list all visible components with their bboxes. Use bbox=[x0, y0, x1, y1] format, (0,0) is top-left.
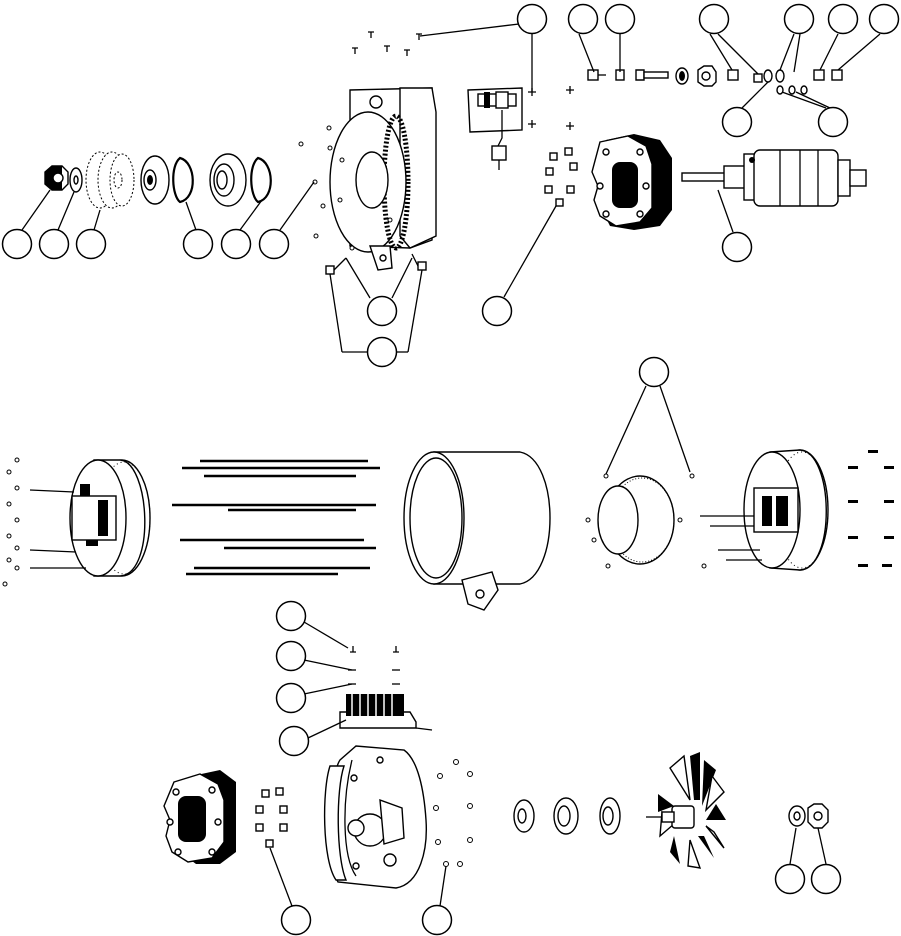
callout-bubble-c21 bbox=[275, 600, 307, 632]
callout-bubble-c3 bbox=[604, 3, 636, 35]
callout-bubble-c23 bbox=[275, 682, 307, 714]
callout-bubble-c22 bbox=[275, 640, 307, 672]
callout-bubble-c9 bbox=[817, 106, 849, 138]
stator-right bbox=[700, 449, 829, 571]
stator-ring-right bbox=[585, 473, 707, 569]
callout-bubble-c19 bbox=[366, 336, 398, 368]
rectifier-upper bbox=[591, 134, 672, 230]
regulator bbox=[339, 646, 433, 731]
tie-rods bbox=[172, 459, 380, 576]
front-housing bbox=[329, 87, 437, 271]
callout-bubble-c6 bbox=[827, 3, 859, 35]
callout-bubble-c20 bbox=[638, 356, 670, 388]
callout-bubble-c11 bbox=[38, 228, 70, 260]
front-bearing bbox=[209, 153, 247, 207]
callout-bubble-c18 bbox=[481, 295, 513, 327]
retaining-ring bbox=[250, 156, 272, 204]
rear-screws bbox=[433, 759, 473, 867]
leader-lines bbox=[21, 23, 881, 907]
callout-bubble-c1 bbox=[516, 3, 548, 35]
stator-left bbox=[69, 459, 151, 577]
frame-shell bbox=[403, 451, 551, 611]
bracket-screws bbox=[528, 86, 574, 130]
stator-hardware bbox=[2, 457, 86, 587]
small-screws bbox=[352, 31, 422, 56]
spacer bbox=[140, 155, 170, 205]
callout-bubble-c15 bbox=[258, 228, 290, 260]
callout-bubble-c25 bbox=[774, 863, 806, 895]
rear-housing bbox=[323, 745, 427, 889]
callout-bubble-c14 bbox=[220, 228, 252, 260]
callout-bubble-c28 bbox=[421, 904, 453, 936]
callout-bubbles bbox=[1, 3, 900, 936]
callout-bubble-c7 bbox=[868, 3, 900, 35]
callout-bubble-c16 bbox=[721, 231, 753, 263]
callout-bubble-c24 bbox=[278, 725, 310, 757]
callout-bubble-c2 bbox=[567, 3, 599, 35]
callout-bubble-c8 bbox=[721, 106, 753, 138]
terminal-nuts bbox=[727, 69, 843, 95]
callout-bubble-c26 bbox=[810, 863, 842, 895]
callout-bubble-c13 bbox=[182, 228, 214, 260]
fan bbox=[646, 752, 726, 869]
stator-bolts bbox=[848, 450, 894, 567]
diode-nuts bbox=[544, 147, 578, 207]
pulley bbox=[85, 151, 135, 209]
callout-bubble-c12 bbox=[75, 228, 107, 260]
callout-bubble-c4 bbox=[698, 3, 730, 35]
washer bbox=[69, 167, 83, 193]
through-bolt bbox=[587, 65, 717, 87]
rectifier-lower bbox=[163, 770, 236, 864]
shaft-nut bbox=[788, 803, 829, 829]
diode-nuts bbox=[255, 787, 288, 848]
callout-bubble-c10 bbox=[1, 228, 33, 260]
rotor-shaft bbox=[681, 149, 867, 207]
callout-bubble-c27 bbox=[280, 904, 312, 936]
retaining-ring bbox=[172, 156, 194, 204]
rear-bearings bbox=[513, 797, 621, 835]
pulley-nut bbox=[44, 165, 69, 191]
terminal-bracket bbox=[467, 87, 523, 170]
housing-screws bbox=[298, 125, 355, 251]
callout-bubble-c5 bbox=[783, 3, 815, 35]
callout-bubble-c17 bbox=[366, 295, 398, 327]
